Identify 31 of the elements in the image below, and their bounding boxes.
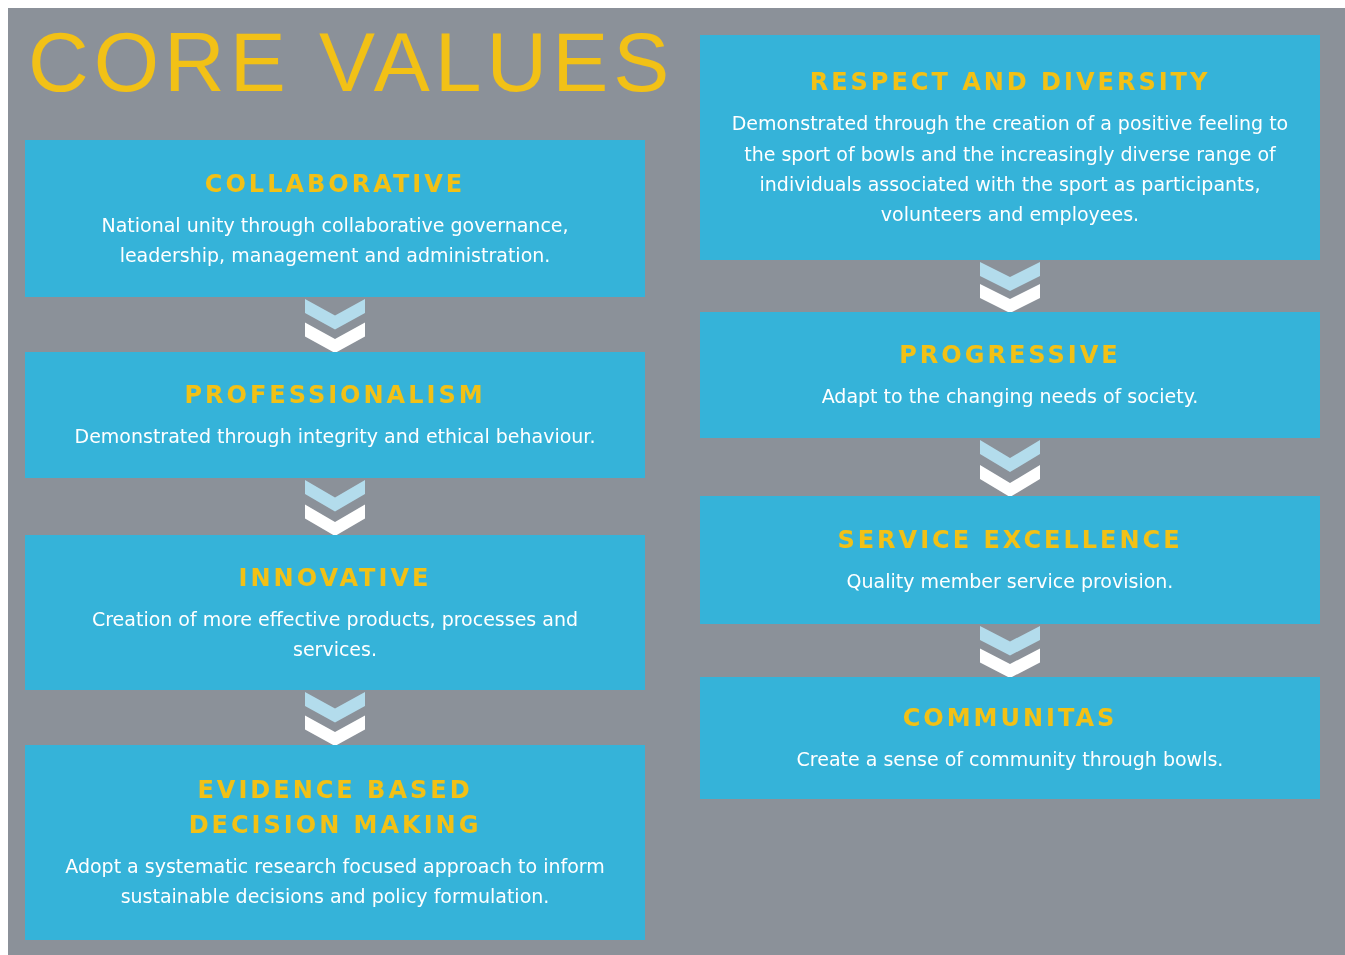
- value-description: Create a sense of community through bowls.: [796, 747, 1224, 773]
- value-heading: COMMUNITAS: [902, 703, 1118, 735]
- value-heading: INNOVATIVE: [238, 562, 432, 594]
- value-card: [700, 677, 1320, 799]
- value-description: National unity through collaborative governance, leadership, management and administration.: [100, 212, 570, 268]
- value-heading: SERVICE EXCELLENCE: [837, 525, 1183, 557]
- value-description: Adopt a systematic research focused approach to inform sustainable decisions and policy formulation.: [64, 853, 606, 910]
- value-heading: COLLABORATIVE: [204, 168, 466, 200]
- value-heading: EVIDENCE BASED DECISION MAKING: [187, 775, 483, 842]
- value-description: Demonstrated through the creation of a positive feeling to the sport of bowls and the increasingly diverse range of individuals associated with the sport as participants, volunteers and employees.: [730, 111, 1290, 228]
- chevron-arrow: [980, 626, 1040, 678]
- value-card: [700, 35, 1320, 260]
- chevron-arrow: [305, 480, 365, 536]
- chevron-arrow: [980, 440, 1040, 497]
- value-card: [700, 496, 1320, 624]
- chevron-arrow: [305, 692, 365, 746]
- page-title: CORE VALUES: [28, 20, 675, 104]
- chevron-arrow: [980, 262, 1040, 313]
- chevron-arrow: [305, 299, 365, 353]
- value-description: Adapt to the changing needs of society.: [821, 384, 1199, 410]
- value-card: [25, 140, 645, 297]
- value-description: Demonstrated through integrity and ethical behaviour.: [74, 424, 596, 450]
- value-card: [25, 352, 645, 478]
- value-description: Creation of more effective products, processes and services.: [90, 606, 580, 662]
- value-description: Quality member service provision.: [846, 569, 1174, 595]
- value-heading: RESPECT AND DIVERSITY: [809, 67, 1211, 99]
- value-heading: PROGRESSIVE: [899, 340, 1121, 372]
- value-card: [25, 745, 645, 940]
- value-card: [25, 535, 645, 690]
- value-card: [700, 312, 1320, 438]
- value-heading: PROFESSIONALISM: [184, 380, 486, 412]
